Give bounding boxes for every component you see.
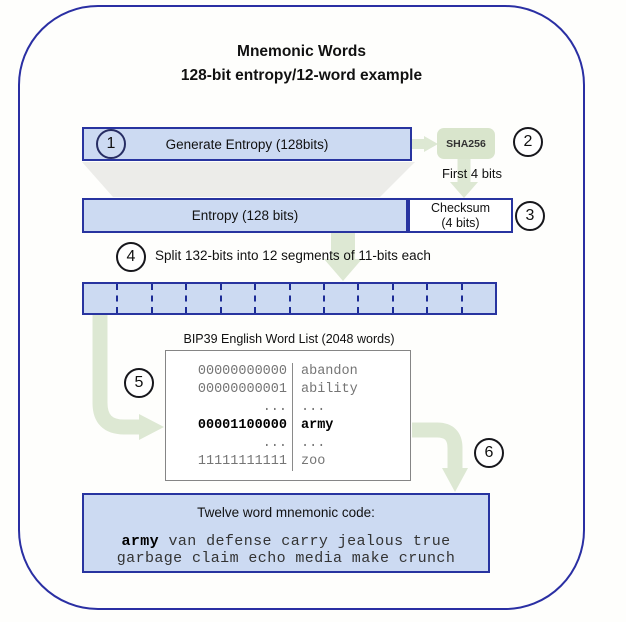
wordlist-table: 00000000000 abandon 00000000001 ability …: [165, 350, 411, 481]
bit-segment: [185, 284, 219, 313]
sha256-box: SHA256: [437, 128, 495, 159]
bit-segment: [426, 284, 460, 313]
step-6-badge: 6: [474, 438, 504, 468]
diagram-title: Mnemonic Words 128-bit entropy/12-word e…: [18, 40, 585, 88]
bit-segment: [84, 284, 116, 313]
generate-entropy-box: 1 Generate Entropy (128bits): [82, 127, 412, 161]
step-4-badge: 4: [116, 242, 146, 272]
wordlist-word: ...: [292, 398, 410, 417]
step-3-badge: 3: [515, 201, 545, 231]
arrow-wordlist-to-mnemonic: [412, 422, 463, 469]
wordlist-word: zoo: [292, 452, 410, 471]
checksum-label-line2: (4 bits): [441, 215, 480, 230]
bit-segment: [391, 284, 426, 313]
mnemonic-line-2: garbage claim echo media make crunch: [116, 550, 456, 567]
arrow-segments-to-wordlist: [92, 314, 139, 435]
title-line-2: 128-bit entropy/12-word example: [180, 67, 423, 85]
wordlist-row-ellipsis: ... ...: [166, 434, 410, 453]
bit-segment-bar: [82, 282, 497, 315]
mnemonic-heading: Twelve word mnemonic code:: [197, 505, 375, 520]
mnemonic-line-1: army van defense carry jealous true: [84, 533, 488, 550]
step-6-number: 6: [484, 444, 494, 461]
checksum-label-line1: Checksum: [430, 201, 491, 216]
wordlist-row-ellipsis: ... ...: [166, 398, 410, 417]
bit-segment: [116, 284, 150, 313]
bit-segment: [219, 284, 254, 313]
wordlist-word: ...: [292, 434, 410, 453]
wordlist-row: 00000000001 ability: [166, 380, 410, 399]
step-2-number: 2: [523, 133, 533, 150]
mnemonic-result-box: Twelve word mnemonic code: army van defe…: [82, 493, 490, 573]
bit-segment: [150, 284, 185, 313]
bit-segment: [322, 284, 357, 313]
step-4-number: 4: [126, 248, 136, 265]
wordlist-row-selected: 00001100000 army: [166, 416, 410, 435]
wordlist-bits: 00001100000: [197, 417, 287, 433]
wordlist-row: 00000000000 abandon: [166, 362, 410, 381]
wordlist-word: abandon: [292, 362, 410, 381]
entropy-box: Entropy (128 bits): [82, 198, 408, 233]
wordlist-bits: ...: [262, 399, 287, 415]
step-1-badge: 1: [96, 129, 126, 159]
checksum-box: Checksum (4 bits): [408, 198, 513, 233]
step-5-badge: 5: [124, 368, 154, 398]
bit-segment: [288, 284, 323, 313]
wordlist-bits: 00000000000: [197, 363, 287, 379]
entropy-label: Entropy (128 bits): [191, 208, 299, 223]
wordlist-bits: ...: [262, 435, 287, 451]
first-4-bits-label: First 4 bits: [442, 166, 502, 181]
wordlist-bits: 11111111111: [197, 453, 287, 469]
step-1-number: 1: [106, 135, 116, 152]
wordlist-row: 11111111111 zoo: [166, 452, 410, 471]
funnel-shape: [82, 162, 415, 197]
wordlist-bits: 00000000001: [197, 381, 287, 397]
step-2-badge: 2: [513, 127, 543, 157]
bit-segment: [254, 284, 288, 313]
step-5-number: 5: [134, 374, 144, 391]
mnemonic-line-1-rest: van defense carry jealous true: [159, 533, 451, 550]
wordlist-title: BIP39 English Word List (2048 words): [183, 332, 395, 346]
title-line-1: Mnemonic Words: [237, 43, 366, 60]
bit-segment: [460, 284, 495, 313]
bit-segment: [357, 284, 391, 313]
sha256-label: SHA256: [446, 137, 486, 150]
generate-entropy-label: Generate Entropy (128bits): [165, 136, 329, 152]
mnemonic-bold-word: army: [121, 533, 160, 550]
wordlist-word: ability: [292, 380, 410, 399]
step-3-number: 3: [525, 207, 535, 224]
wordlist-word: army: [292, 416, 410, 435]
outer-border-frame: [18, 5, 585, 610]
mnemonic-words: army van defense carry jealous true garb…: [84, 533, 488, 567]
split-instruction-label: Split 132-bits into 12 segments of 11-bi…: [155, 248, 431, 263]
